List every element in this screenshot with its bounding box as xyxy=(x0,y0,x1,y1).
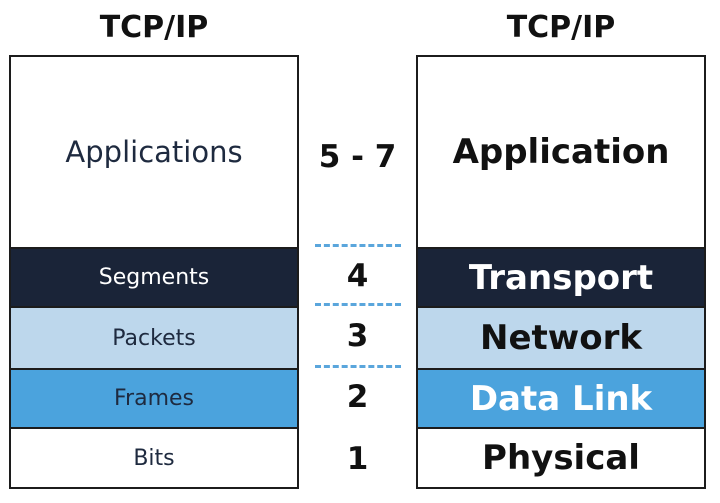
right-layer-transport-label: Transport xyxy=(468,257,654,298)
left-layer-packets: Packets xyxy=(11,306,297,368)
left-layer-frames: Frames xyxy=(11,368,297,427)
right-layer-stack: Application Transport Network Data Link … xyxy=(416,55,706,489)
layer-number-column: 5 - 7 4 3 2 1 xyxy=(305,55,410,489)
dashed-separator-2 xyxy=(315,303,401,306)
left-layer-bits: Bits xyxy=(11,427,297,487)
left-layer-stack: Applications Segments Packets Frames Bit… xyxy=(9,55,299,489)
left-layer-packets-label: Packets xyxy=(112,325,196,351)
left-layer-segments-label: Segments xyxy=(98,265,210,290)
right-layer-transport: Transport xyxy=(418,247,704,306)
layer-number-3: 3 xyxy=(346,318,369,354)
left-layer-segments: Segments xyxy=(11,247,297,306)
layer-number-1: 1 xyxy=(346,441,369,477)
right-layer-network: Network xyxy=(418,306,704,368)
right-layer-application: Application xyxy=(418,57,704,247)
right-layer-network-label: Network xyxy=(480,318,642,358)
left-layer-applications: Applications xyxy=(11,57,297,247)
layer-number-2: 2 xyxy=(346,379,369,415)
right-stack-title: TCP/IP xyxy=(506,10,616,45)
right-layer-application-label: Application xyxy=(452,132,670,172)
left-layer-frames-label: Frames xyxy=(113,386,194,411)
right-layer-physical: Physical xyxy=(418,427,704,487)
dashed-separator-1 xyxy=(315,244,401,247)
left-stack-title: TCP/IP xyxy=(99,10,209,45)
dashed-separator-3 xyxy=(315,365,401,368)
layer-number-4: 4 xyxy=(346,258,369,294)
layer-number-5-7: 5 - 7 xyxy=(318,139,397,175)
right-layer-data-link: Data Link xyxy=(418,368,704,427)
left-layer-bits-label: Bits xyxy=(133,445,175,471)
right-layer-data-link-label: Data Link xyxy=(469,378,653,419)
right-layer-physical-label: Physical xyxy=(482,438,640,478)
left-layer-applications-label: Applications xyxy=(65,135,243,169)
